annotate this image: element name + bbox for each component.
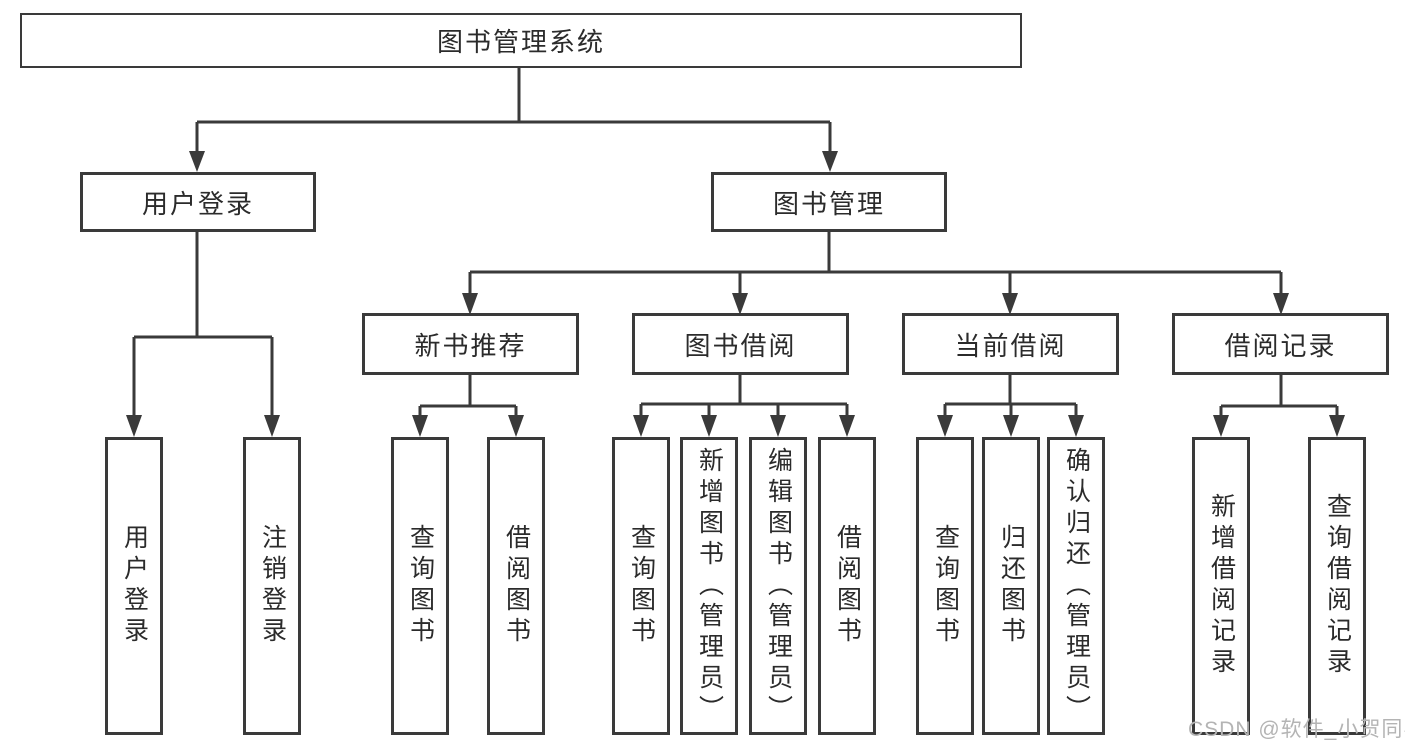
node-user-login: 用户登录 <box>80 172 316 232</box>
node-leaf-add-book-admin: 新增图书（管理员） <box>680 437 738 735</box>
node-leaf-query-book-recommend: 查询图书 <box>391 437 449 735</box>
node-leaf-edit-book-admin: 编辑图书（管理员） <box>749 437 807 735</box>
connector-book-borrow-to-leaves <box>639 375 849 418</box>
node-leaf-user-login: 用户登录 <box>105 437 163 735</box>
connector-new-book-rec-to-leaves <box>418 375 518 418</box>
node-leaf-query-borrow-record: 查询借阅记录 <box>1308 437 1366 735</box>
node-leaf-confirm-return-admin: 确认归还（管理员） <box>1047 437 1105 735</box>
node-leaf-return-book: 归还图书 <box>982 437 1040 735</box>
node-borrow-record: 借阅记录 <box>1172 313 1389 375</box>
csdn-watermark: CSDN @软件_小贺同学 <box>1188 718 1405 741</box>
connector-current-borrow-to-leaves <box>943 375 1078 418</box>
node-current-borrow: 当前借阅 <box>902 313 1119 375</box>
node-new-book-recommend: 新书推荐 <box>362 313 579 375</box>
node-library-system: 图书管理系统 <box>20 13 1022 68</box>
connector-user-login-to-leaves <box>132 232 274 418</box>
node-leaf-query-book-current: 查询图书 <box>916 437 974 735</box>
node-leaf-logout: 注销登录 <box>243 437 301 735</box>
arrowhead-icons <box>126 151 1345 437</box>
node-book-borrow: 图书借阅 <box>632 313 849 375</box>
node-leaf-borrow-book-recommend: 借阅图书 <box>487 437 545 735</box>
connector-book-mgmt-to-level3 <box>468 232 1283 296</box>
node-leaf-borrow-book: 借阅图书 <box>818 437 876 735</box>
connector-borrow-record-to-leaves <box>1219 375 1339 418</box>
node-book-management: 图书管理 <box>711 172 947 232</box>
connector-root-to-level2 <box>195 68 832 153</box>
node-leaf-query-book-borrow: 查询图书 <box>612 437 670 735</box>
node-leaf-add-borrow-record: 新增借阅记录 <box>1192 437 1250 735</box>
